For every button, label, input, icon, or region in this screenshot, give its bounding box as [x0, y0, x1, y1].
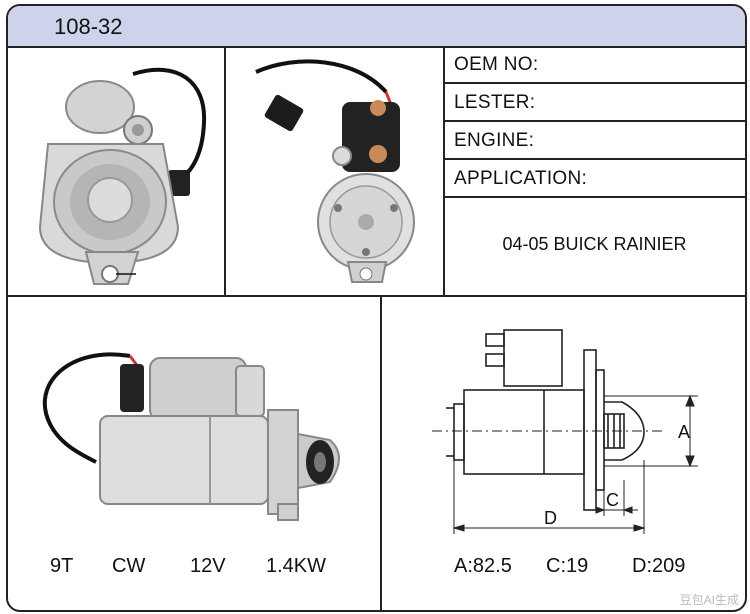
dimension-d-value: D:209 — [632, 555, 686, 577]
dimension-label-a: A — [678, 422, 690, 442]
dimension-label-d: D — [544, 508, 557, 528]
dimension-a-value: A:82.5 — [454, 555, 512, 577]
info-row-application: APPLICATION: — [444, 160, 745, 198]
watermark: 豆包AI生成 — [679, 593, 739, 607]
grid-vline-2 — [443, 46, 445, 296]
spec-voltage: 12V — [190, 555, 226, 577]
application-label: APPLICATION: — [454, 168, 588, 189]
info-row-oem: OEM NO: — [444, 46, 745, 84]
grid-hline-middle — [8, 295, 745, 297]
dimension-label-c: C — [606, 490, 619, 510]
starter-front-photo — [38, 67, 207, 285]
grid-vline-1 — [224, 46, 226, 296]
application-value-cell: 04-05 BUICK RAINIER — [444, 198, 745, 295]
starter-rear-photo — [255, 59, 415, 283]
spec-teeth: 9T — [50, 555, 74, 577]
info-row-lester: LESTER: — [444, 84, 745, 122]
dimension-c-value: C:19 — [546, 555, 589, 577]
application-value: 04-05 BUICK RAINIER — [502, 234, 687, 254]
title-bar: 108-32 — [8, 6, 745, 48]
info-row-engine: ENGINE: — [444, 122, 745, 160]
starter-side-photo — [42, 352, 340, 521]
part-number: 108-32 — [54, 14, 123, 39]
dimension-drawing: A C D — [432, 329, 698, 534]
grid-vline-bottom — [380, 296, 382, 610]
spec-rotation: CW — [112, 555, 146, 577]
oem-label: OEM NO: — [454, 54, 539, 75]
engine-label: ENGINE: — [454, 130, 535, 151]
lester-label: LESTER: — [454, 92, 536, 113]
spec-power: 1.4KW — [266, 555, 327, 577]
product-sheet: 108-32 OEM NO: LESTER: ENGINE: APPLICATI… — [6, 4, 747, 612]
